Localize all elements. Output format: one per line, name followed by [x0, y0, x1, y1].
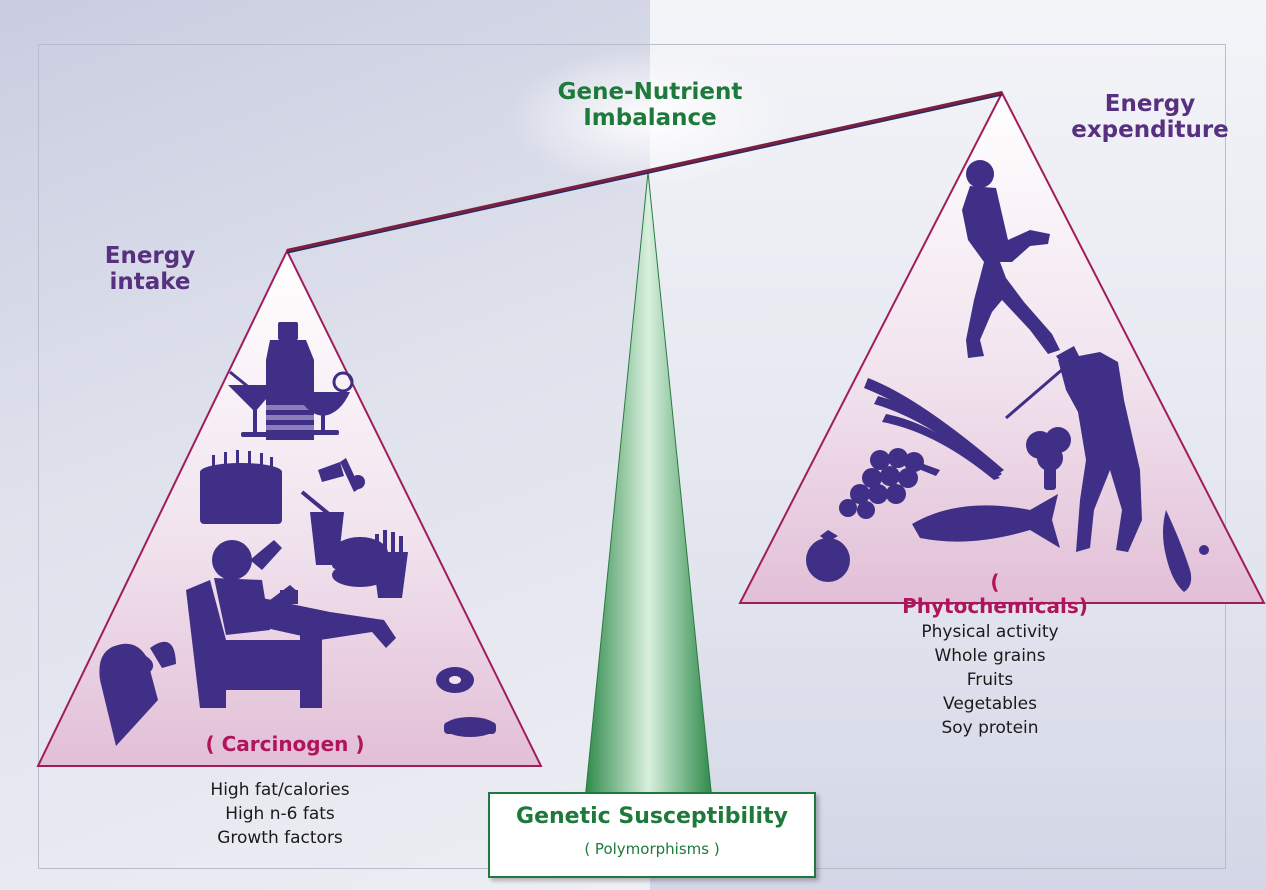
martini-glass-icon	[228, 370, 278, 437]
left-factor-item: High n-6 fats	[225, 804, 335, 824]
birthday-cake-icon	[200, 450, 282, 524]
fries-icon	[372, 530, 408, 598]
candy-icon	[318, 458, 365, 492]
right-factors-list: Physical activity Whole grains Fruits Ve…	[880, 620, 1100, 740]
left-title-energy-intake: Energy intake	[90, 243, 210, 296]
right-title-text: Energy expenditure	[1071, 91, 1229, 143]
tomato-icon	[806, 530, 850, 582]
left-factors-list: High fat/calories High n-6 fats Growth f…	[170, 778, 390, 850]
top-label-glow	[508, 48, 788, 188]
right-factor-item: Vegetables	[943, 694, 1037, 714]
right-factor-item: Whole grains	[934, 646, 1046, 666]
balance-beam-shadow	[286, 94, 1003, 254]
couch-potato-person-icon	[186, 540, 396, 708]
right-paren-label: ( Phytochemicals)	[902, 570, 1088, 618]
left-pyramid	[36, 248, 543, 767]
runner-icon	[962, 160, 1060, 358]
cocktail-glass-icon	[296, 371, 354, 435]
pie-icon	[444, 717, 496, 737]
broccoli-icon	[1026, 427, 1071, 490]
left-paren-label: ( Carcinogen )	[205, 732, 365, 756]
right-factor-item: Physical activity	[921, 622, 1059, 642]
left-factor-item: High fat/calories	[210, 780, 350, 800]
ice-cream-cone-icon	[99, 641, 176, 746]
top-label-text: Gene-Nutrient Imbalance	[557, 79, 743, 131]
donut-icon	[436, 667, 474, 693]
right-factor-item: Fruits	[966, 670, 1014, 690]
left-title-text: Energy intake	[104, 243, 196, 295]
genetic-susceptibility-subtitle: ( Polymorphisms )	[584, 840, 720, 858]
golfer-icon	[1005, 346, 1142, 552]
soybean-icon	[1163, 510, 1209, 592]
wheat-icon	[864, 378, 1004, 480]
fulcrum-triangle	[584, 171, 713, 801]
balance-beam	[286, 91, 1003, 253]
right-title-energy-expenditure: Energy expenditure	[1060, 91, 1240, 144]
left-factor-item: Growth factors	[217, 828, 343, 848]
genetic-susceptibility-box: Genetic Susceptibility ( Polymorphisms )	[488, 792, 816, 878]
top-label-gene-nutrient: Gene-Nutrient Imbalance	[515, 79, 785, 132]
genetic-susceptibility-title: Genetic Susceptibility	[516, 804, 788, 829]
right-factor-item: Soy protein	[941, 718, 1039, 738]
fish-icon	[912, 494, 1060, 548]
grapes-icon	[839, 448, 940, 519]
bottle-icon	[266, 322, 314, 440]
